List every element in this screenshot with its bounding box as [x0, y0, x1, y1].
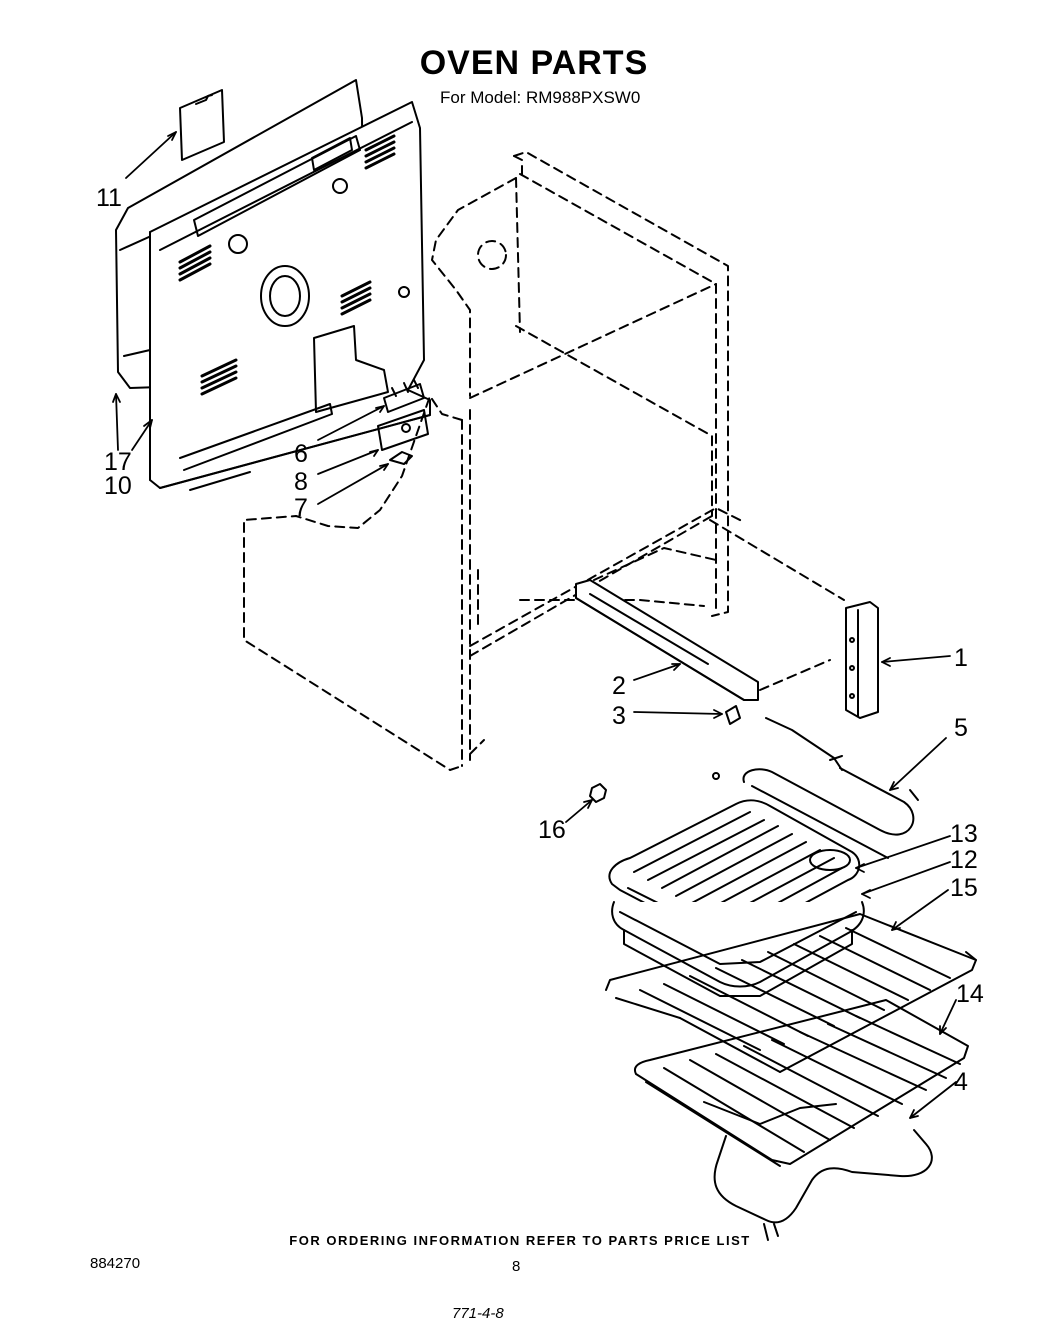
callout-6: 6 [294, 440, 308, 468]
callout-7: 7 [294, 494, 308, 522]
callout-8: 8 [294, 468, 308, 496]
callout-3: 3 [612, 702, 626, 730]
document-number: 884270 [90, 1255, 141, 1272]
callout-11: 11 [96, 184, 122, 212]
part-11-shield [180, 90, 224, 160]
callout-5: 5 [954, 714, 968, 742]
callout-4: 4 [954, 1068, 968, 1096]
part-7-clip [390, 452, 412, 464]
part-12-broiler-pan [612, 902, 864, 996]
callout-15: 15 [950, 874, 978, 902]
oven-cabinet-outline [244, 152, 844, 770]
part-4-bake-element [704, 1102, 932, 1240]
leader-lines [113, 132, 956, 1118]
callout-1: 1 [954, 644, 968, 672]
page-number: 8 [512, 1258, 521, 1275]
callout-16: 16 [538, 816, 566, 844]
callout-17: 17 [104, 448, 132, 476]
ordering-notice: FOR ORDERING INFORMATION REFER TO PARTS … [289, 1233, 751, 1248]
callout-13: 13 [950, 820, 978, 848]
bottom-code: 771-4-8 [452, 1305, 504, 1322]
part-10-back-panel [150, 102, 430, 490]
callout-12: 12 [950, 846, 978, 874]
callout-2: 2 [612, 672, 626, 700]
page-title: OVEN PARTS [419, 44, 649, 82]
callout-14: 14 [956, 980, 984, 1008]
model-subtitle: For Model: RM988PXSW0 [440, 88, 641, 107]
part-8-bracket [378, 410, 428, 450]
callout-10: 10 [104, 472, 132, 500]
part-15-oven-rack [606, 914, 976, 1072]
part-3-clip [726, 706, 740, 724]
part-1-side-trim [846, 602, 878, 718]
part-6-terminal-block [384, 380, 424, 412]
part-5-heating-element [713, 718, 918, 858]
part-14-oven-rack [635, 1000, 968, 1166]
part-16-plug [590, 784, 606, 802]
part-2-front-bar [576, 580, 758, 700]
